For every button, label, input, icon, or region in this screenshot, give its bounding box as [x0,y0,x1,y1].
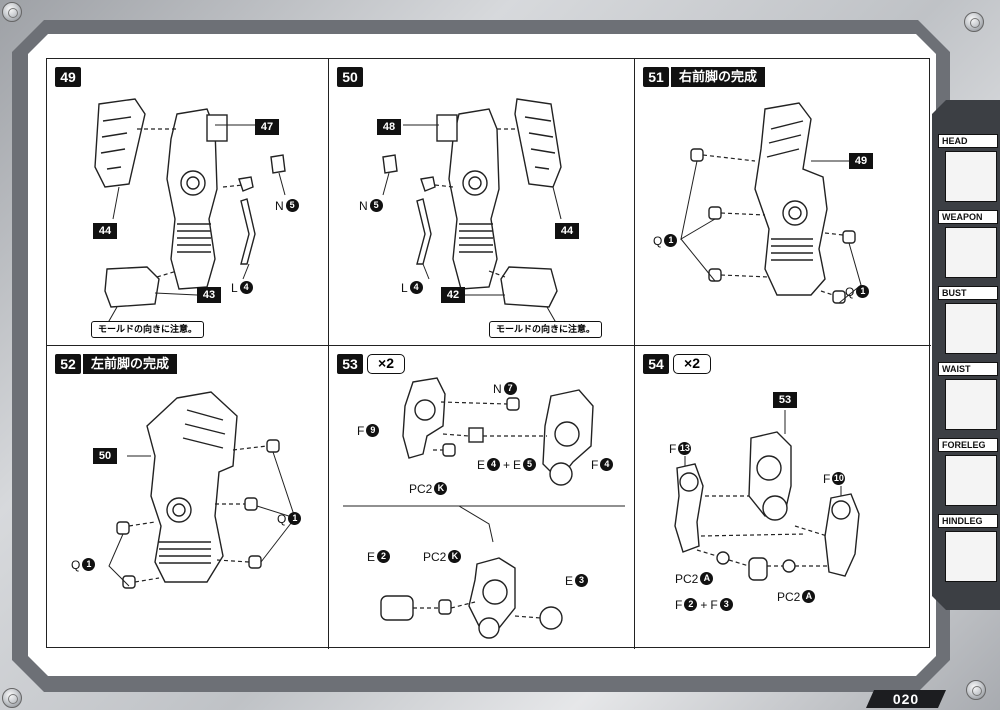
part-number-label: 47 [255,119,279,135]
rivet-decoration [2,2,22,22]
quantity-multiplier: ×2 [673,354,711,374]
sidebar-item-hindleg[interactable]: HINDLEG [938,514,998,586]
page-number: 020 [866,690,946,708]
head-icon [945,151,997,202]
step-52-panel: 52 左前脚の完成 [47,346,329,649]
sidebar-item-weapon[interactable]: WEAPON [938,210,998,282]
sidebar-item-label: WAIST [938,362,998,376]
sidebar-item-waist[interactable]: WAIST [938,362,998,434]
waist-icon [945,379,997,430]
step-54-panel: 54 ×2 [635,346,931,649]
step-number: 49 [55,67,81,87]
part-number-label: 43 [197,287,221,303]
joint-assembly-diagram [674,410,860,581]
section-index-sidebar: HEAD WEAPON BUST WAIST FORELEG HINDLEG [932,100,1000,610]
sidebar-item-label: BUST [938,286,998,300]
rivet-decoration [966,680,986,700]
sidebar-item-foreleg[interactable]: FORELEG [938,438,998,510]
step-51-panel: 51 右前脚の完成 [635,59,931,346]
hindleg-icon [945,531,997,582]
step-number: 52 [55,354,81,374]
leg-assembly-diagram [382,98,562,330]
part-number-label: 50 [93,448,117,464]
sidebar-item-head[interactable]: HEAD [938,134,998,206]
sidebar-item-bust[interactable]: BUST [938,286,998,358]
steps-grid: 49 [46,58,931,649]
step-50-panel: 50 [329,59,635,346]
step-number: 50 [337,67,363,87]
part-number-label: 44 [93,223,117,239]
quantity-multiplier: ×2 [367,354,405,374]
step-title: 左前脚の完成 [83,354,178,374]
step-number: 53 [337,354,363,374]
part-number-label: 49 [849,153,873,169]
foreleg-icon [945,455,997,506]
sidebar-item-label: HEAD [938,134,998,148]
weapon-icon [945,227,997,278]
step-53-panel: 53 ×2 [329,346,635,649]
part-number-label: 48 [377,119,401,135]
step-49-panel: 49 [47,59,329,346]
part-number-label: 44 [555,223,579,239]
joint-assembly-diagram [343,377,625,639]
step-number: 54 [643,354,669,374]
caution-note: モールドの向きに注意。 [489,321,603,338]
rivet-decoration [964,12,984,32]
caution-note: モールドの向きに注意。 [91,321,205,338]
part-number-label: 42 [441,287,465,303]
step-number: 51 [643,67,669,87]
rivet-decoration [2,688,22,708]
step-title: 右前脚の完成 [671,67,766,87]
completed-leg-diagram [680,102,862,304]
sidebar-item-label: WEAPON [938,210,998,224]
completed-leg-diagram [108,391,296,589]
sidebar-item-label: HINDLEG [938,514,998,528]
part-number-label: 53 [773,392,797,408]
sidebar-item-label: FORELEG [938,438,998,452]
leg-assembly-diagram [94,98,286,330]
bust-icon [945,303,997,354]
